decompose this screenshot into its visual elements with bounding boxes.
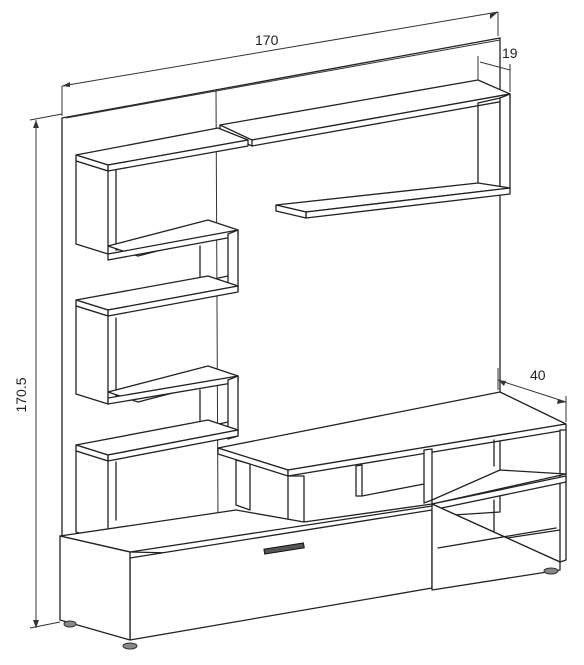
height-dimension: 170.5 [13, 113, 63, 629]
foot-left-back [63, 620, 77, 628]
tv-unit-base [59, 503, 561, 650]
tv-unit-depth-label: 40 [530, 367, 546, 383]
foot-front [122, 642, 138, 650]
foot-right [543, 567, 559, 575]
width-label: 170 [255, 32, 279, 48]
tv-unit-upper [217, 391, 567, 563]
height-label: 170.5 [13, 377, 29, 412]
left-shelf-column [75, 127, 249, 543]
top-shelf-depth-label: 19 [502, 45, 518, 61]
top-shelf-depth-dimension: 19 [477, 45, 518, 92]
tv-unit-depth-dimension: 40 [497, 367, 567, 422]
top-wall-shelf [219, 79, 511, 219]
width-dimension: 170 [61, 11, 499, 116]
drawer-handle [263, 542, 305, 555]
